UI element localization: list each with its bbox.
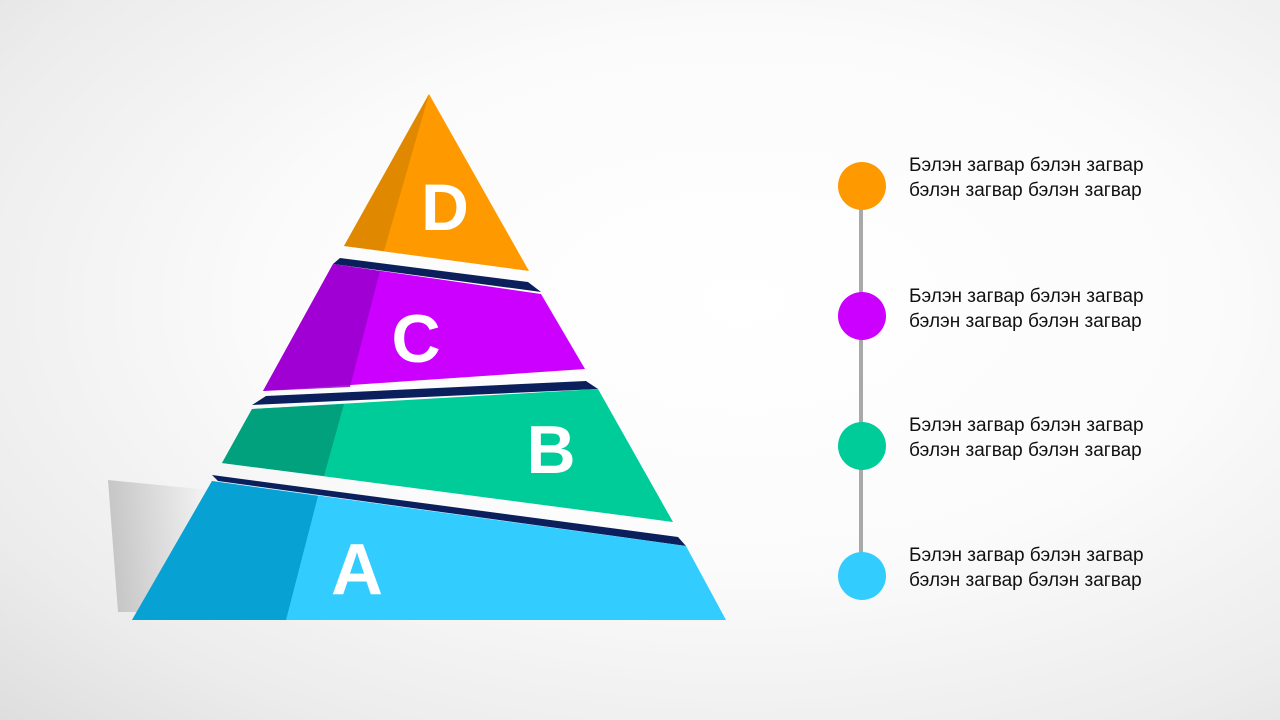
pyramid-layer-c: C: [263, 258, 585, 391]
timeline-text-d-line1: Бэлэн загвар бэлэн загвар: [909, 155, 1144, 176]
timeline-text-c-line1: Бэлэн загвар бэлэн загвар: [909, 286, 1144, 307]
pyramid-layer-b: B: [222, 381, 673, 522]
timeline-text-d: Бэлэн загвар бэлэн загвар бэлэн загвар б…: [909, 153, 1209, 203]
layer-b-letter: B: [526, 412, 575, 488]
pyramid-shadow: [108, 480, 210, 612]
timeline-text-a-line2: бэлэн загвар бэлэн загвар: [909, 570, 1142, 591]
timeline-dot-b: [838, 422, 886, 470]
layer-a-side: [132, 481, 318, 620]
layer-a-letter: A: [331, 530, 383, 610]
layer-c-letter: C: [391, 301, 440, 377]
timeline-text-a-line1: Бэлэн загвар бэлэн загвар: [909, 545, 1144, 566]
timeline-text-c-line2: бэлэн загвар бэлэн загвар: [909, 311, 1142, 332]
timeline-text-a: Бэлэн загвар бэлэн загвар бэлэн загвар б…: [909, 543, 1209, 593]
layer-a-top-edge: [212, 475, 686, 546]
pyramid-layer-a: A: [132, 475, 726, 620]
timeline-dot-c: [838, 292, 886, 340]
timeline-text-c: Бэлэн загвар бэлэн загвар бэлэн загвар б…: [909, 284, 1209, 334]
timeline-dot-d: [838, 162, 886, 210]
layer-c-top-edge: [333, 258, 541, 292]
layer-d-letter: D: [421, 170, 469, 244]
timeline-text-d-line2: бэлэн загвар бэлэн загвар: [909, 180, 1142, 201]
layer-d-side: [344, 94, 429, 251]
pyramid-layer-d: D: [344, 94, 529, 271]
timeline-text-b: Бэлэн загвар бэлэн загвар бэлэн загвар б…: [909, 413, 1209, 463]
timeline-text-b-line1: Бэлэн загвар бэлэн загвар: [909, 415, 1144, 436]
timeline-dot-a: [838, 552, 886, 600]
layer-b-top-edge: [252, 381, 598, 405]
timeline-text-b-line2: бэлэн загвар бэлэн загвар: [909, 440, 1142, 461]
layer-c-side: [263, 264, 380, 391]
layer-b-side: [222, 404, 344, 476]
timeline-line: [859, 186, 863, 576]
